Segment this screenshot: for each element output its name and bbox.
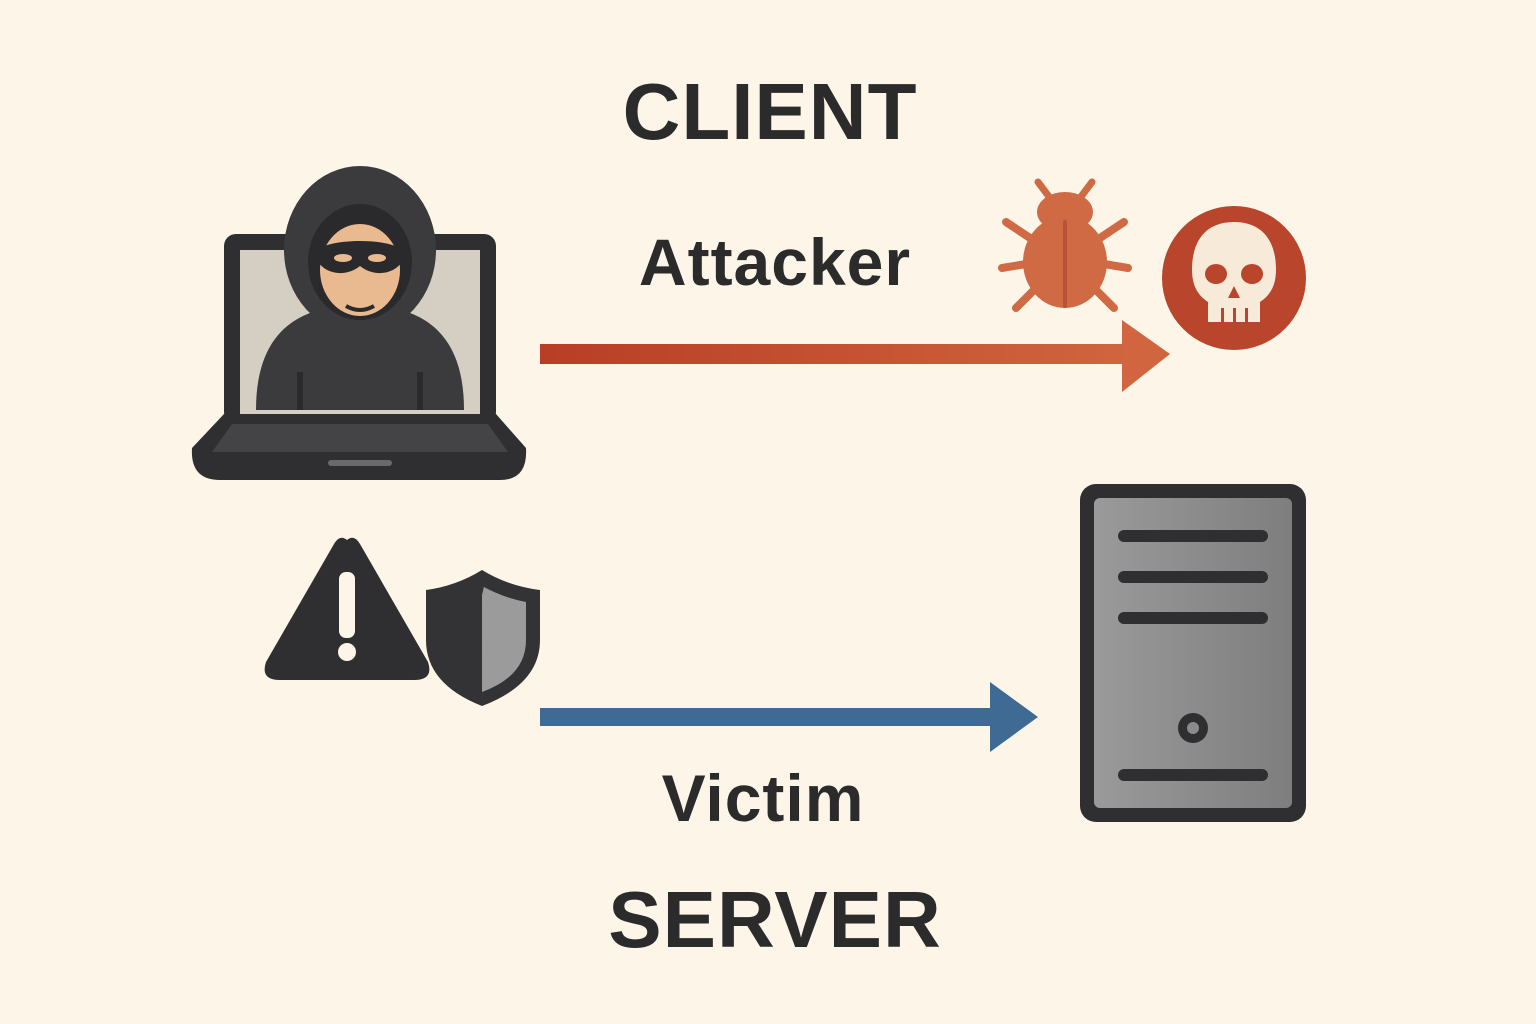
shield-icon — [426, 570, 540, 706]
skull-icon — [1162, 206, 1306, 350]
server-title: SERVER — [608, 875, 942, 964]
server-tower-icon — [1080, 484, 1306, 822]
attacker-label: Attacker — [638, 225, 912, 299]
client-title: CLIENT — [622, 67, 918, 156]
bug-icon — [998, 178, 1132, 312]
hooded-hacker-laptop-icon — [191, 166, 527, 480]
attack-arrow — [540, 320, 1170, 392]
warning-icon — [264, 537, 430, 680]
victim-arrow — [540, 682, 1038, 752]
victim-label: Victim — [661, 761, 865, 835]
